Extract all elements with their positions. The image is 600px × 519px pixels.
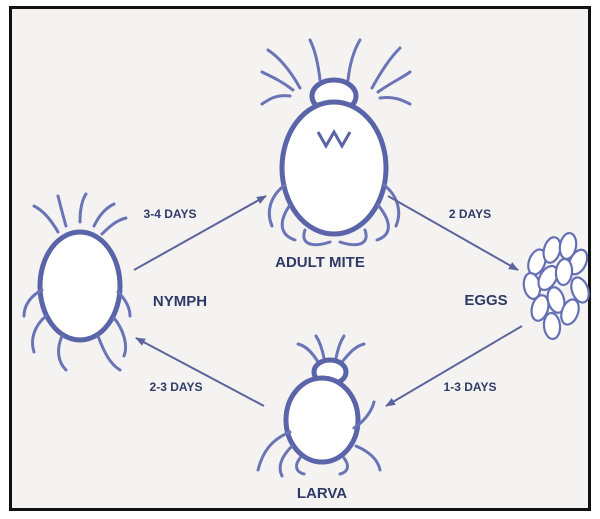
label-eggs: EGGS <box>464 292 507 309</box>
label-larva: LARVA <box>297 485 347 502</box>
label-duration-larva-to-nymph: 2-3 DAYS <box>150 380 203 394</box>
eggs-illustration <box>522 232 592 340</box>
label-duration-adult-to-eggs: 2 DAYS <box>449 207 491 221</box>
larva-illustration <box>258 336 380 476</box>
label-adult-mite: ADULT MITE <box>275 254 365 271</box>
label-duration-nymph-to-adult: 3-4 DAYS <box>144 207 197 221</box>
label-duration-eggs-to-larva: 1-3 DAYS <box>444 380 497 394</box>
arrow-larva-to-nymph <box>136 338 264 406</box>
nymph-illustration <box>24 194 130 370</box>
label-nymph: NYMPH <box>153 293 207 310</box>
arrow-eggs-to-larva <box>386 326 522 406</box>
adult-mite-illustration <box>262 40 410 245</box>
